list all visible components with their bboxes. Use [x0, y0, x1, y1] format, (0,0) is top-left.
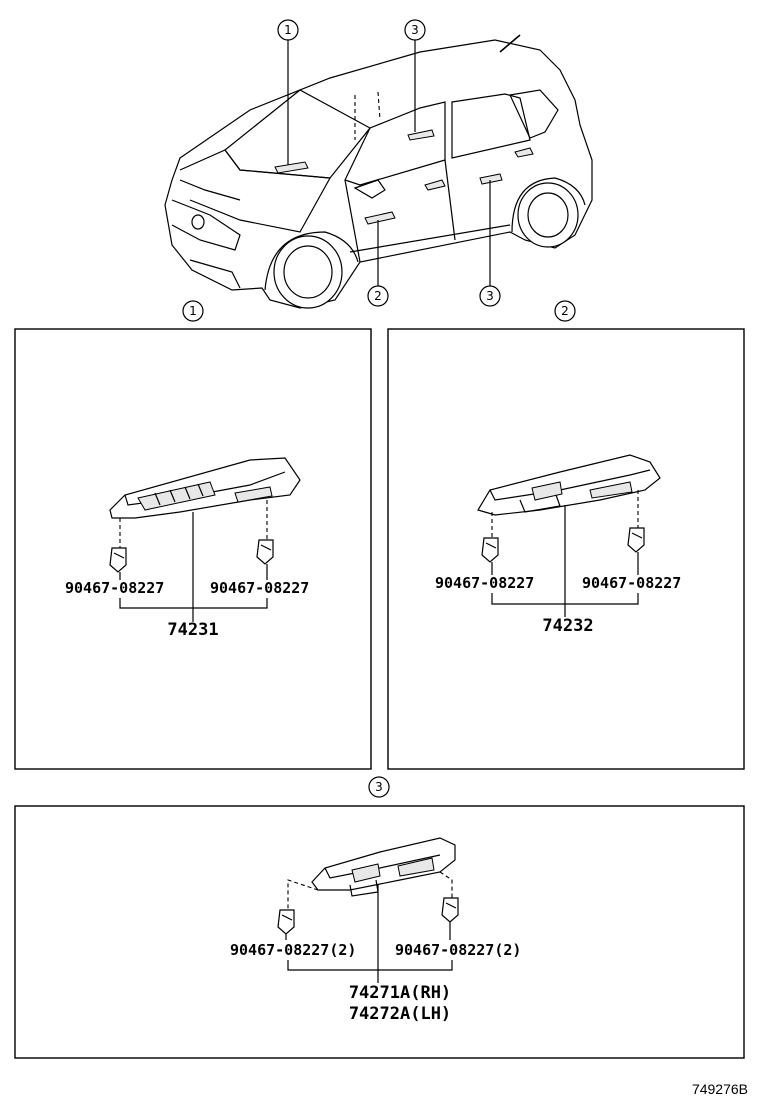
svg-text:2: 2 — [374, 289, 382, 303]
section-3-frame — [14, 805, 745, 1059]
svg-text:1: 1 — [189, 304, 197, 318]
overview-callout-1: 1 — [277, 19, 299, 165]
switch-assembly-74232 — [477, 454, 661, 516]
svg-text:3: 3 — [411, 23, 419, 37]
section-2-bracket — [491, 505, 639, 617]
overview-callout-3-bottom: 3 — [479, 180, 501, 307]
section-2-clip-right-label: 90467-08227 — [582, 574, 681, 592]
svg-text:1: 1 — [284, 23, 292, 37]
clip-right-1 — [256, 500, 274, 580]
section-2-frame — [387, 328, 745, 770]
section-3-bracket — [287, 885, 453, 983]
section-1-clip-left-label: 90467-08227 — [65, 579, 164, 597]
section-2-clip-left-label: 90467-08227 — [435, 574, 534, 592]
section-1-label: 1 — [182, 300, 204, 322]
switch-assembly-74231 — [109, 457, 301, 519]
section-3-clip-right-label: 90467-08227(2) — [395, 941, 521, 959]
clip-left-3 — [277, 879, 319, 940]
clip-right-3 — [439, 871, 459, 940]
section-1-frame — [14, 328, 372, 770]
overview-callout-3-top: 3 — [404, 19, 426, 132]
section-3-part-number-rh: 74271A(RH) — [349, 983, 451, 1003]
clip-left-2 — [481, 512, 499, 575]
clip-left-1 — [109, 518, 127, 580]
section-2-label: 2 — [554, 300, 576, 322]
reference-code: 749276B — [692, 1081, 748, 1097]
section-1-clip-right-label: 90467-08227 — [210, 579, 309, 597]
section-1-part-number: 74231 — [167, 620, 218, 640]
vehicle-illustration — [164, 34, 593, 309]
svg-text:3: 3 — [375, 780, 383, 794]
switch-assembly-74271A — [311, 837, 456, 897]
svg-text:2: 2 — [561, 304, 569, 318]
section-2-part-number: 74232 — [542, 616, 593, 636]
clip-right-2 — [627, 490, 645, 575]
section-3-clip-left-label: 90467-08227(2) — [230, 941, 356, 959]
overview-callout-2: 2 — [367, 220, 389, 307]
section-3-label: 3 — [368, 776, 390, 798]
section-3-part-number-lh: 74272A(LH) — [349, 1004, 451, 1024]
section-1-bracket — [119, 512, 268, 622]
svg-text:3: 3 — [486, 289, 494, 303]
